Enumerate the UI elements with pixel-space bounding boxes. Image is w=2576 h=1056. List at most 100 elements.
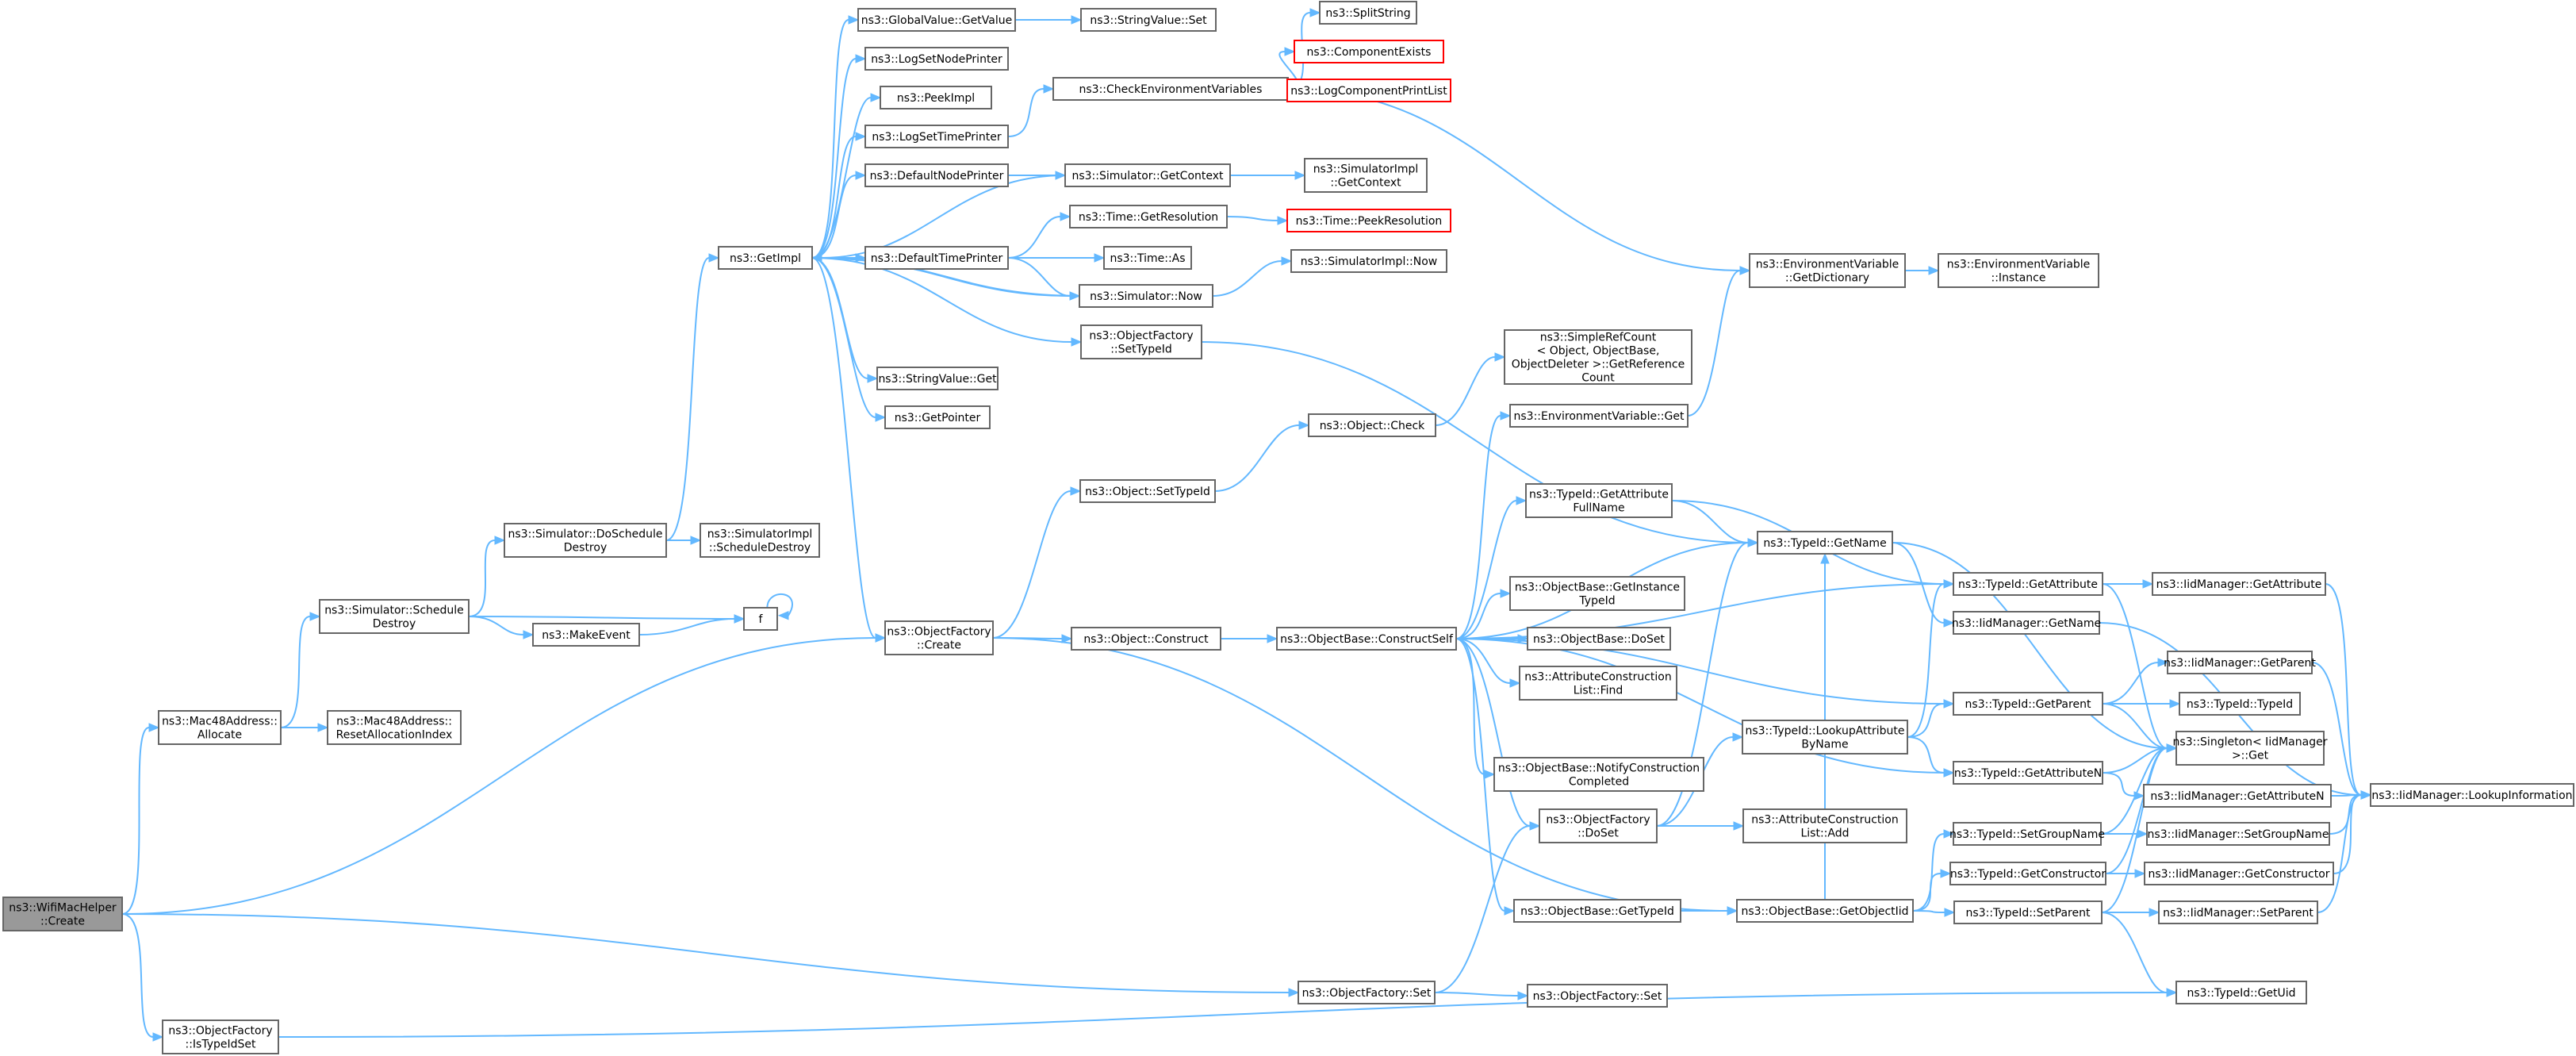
node-timeAs[interactable]: ns3::Time::As (1103, 246, 1192, 270)
node-box[interactable] (1527, 627, 1671, 651)
node-simNow[interactable]: ns3::Simulator::Now (1079, 284, 1213, 308)
node-root[interactable]: ns3::WifiMacHelper::Create (2, 897, 123, 931)
node-box[interactable] (1527, 984, 1668, 1008)
node-simGetContext[interactable]: ns3::Simulator::GetContext (1064, 163, 1231, 187)
node-logSetTimePrinter[interactable]: ns3::LogSetTimePrinter (864, 125, 1009, 148)
node-box[interactable] (2167, 651, 2313, 674)
node-defNodePrinter[interactable]: ns3::DefaultNodePrinter (864, 163, 1009, 187)
node-iidGetConstructor[interactable]: ns3::IidManager::GetConstructor (2144, 862, 2334, 885)
node-timeGetRes[interactable]: ns3::Time::GetResolution (1069, 205, 1228, 228)
node-box[interactable] (1509, 404, 1689, 428)
node-makeEvent[interactable]: ns3::MakeEvent (532, 623, 640, 647)
node-box[interactable] (1103, 246, 1192, 270)
node-iidLookupInfo[interactable]: ns3::IidManager::LookupInformation (2370, 783, 2574, 807)
node-objCheck[interactable]: ns3::Object::Check (1308, 413, 1436, 437)
node-box[interactable] (1519, 666, 1677, 701)
node-box[interactable] (2175, 981, 2307, 1004)
node-box[interactable] (1953, 822, 2102, 846)
node-box[interactable] (880, 86, 992, 109)
node-logCompPrintList[interactable]: ns3::LogComponentPrintList (1286, 79, 1451, 102)
node-box[interactable] (743, 607, 778, 631)
node-ofCreate[interactable]: ns3::ObjectFactory::Create (884, 620, 994, 655)
node-box[interactable] (1953, 761, 2103, 785)
node-box[interactable] (2, 897, 123, 931)
node-box[interactable] (1953, 611, 2100, 635)
node-box[interactable] (1953, 900, 2103, 924)
node-box[interactable] (158, 710, 282, 745)
node-box[interactable] (504, 523, 667, 558)
node-box[interactable] (1286, 209, 1451, 232)
node-box[interactable] (1504, 329, 1692, 385)
node-box[interactable] (1509, 576, 1685, 611)
node-tidTypeId[interactable]: ns3::TypeId::TypeId (2179, 692, 2301, 716)
node-box[interactable] (2370, 783, 2574, 807)
node-simImplGetContext[interactable]: ns3::SimulatorImpl::GetContext (1304, 158, 1428, 193)
node-logSetNodePrinter[interactable]: ns3::LogSetNodePrinter (864, 47, 1009, 71)
node-tidGetUid[interactable]: ns3::TypeId::GetUid (2175, 981, 2307, 1004)
node-box[interactable] (1949, 862, 2106, 885)
node-box[interactable] (1071, 627, 1221, 651)
node-box[interactable] (1080, 324, 1202, 359)
node-box[interactable] (2179, 692, 2301, 716)
node-ofSet2[interactable]: ns3::ObjectFactory::Set (1527, 984, 1668, 1008)
node-ofSet[interactable]: ns3::ObjectFactory::Set (1298, 981, 1436, 1004)
node-box[interactable] (2146, 822, 2330, 846)
node-ofIsTypeIdSet[interactable]: ns3::ObjectFactory::IsTypeIdSet (162, 1020, 279, 1054)
node-box[interactable] (1308, 413, 1436, 437)
node-objSetTypeId[interactable]: ns3::Object::SetTypeId (1079, 479, 1216, 503)
node-simImplNow[interactable]: ns3::SimulatorImpl::Now (1290, 249, 1447, 273)
node-f[interactable]: f (743, 607, 778, 631)
node-box[interactable] (876, 367, 999, 390)
node-obNotifyConstCompleted[interactable]: ns3::ObjectBase::NotifyConstructionCompl… (1493, 757, 1704, 792)
node-box[interactable] (1749, 253, 1906, 288)
node-timePeekRes[interactable]: ns3::Time::PeekResolution (1286, 209, 1451, 232)
node-box[interactable] (1319, 1, 1417, 25)
node-box[interactable] (2158, 900, 2318, 924)
node-box[interactable] (884, 405, 991, 429)
node-box[interactable] (1953, 572, 2103, 596)
node-box[interactable] (1953, 692, 2103, 716)
node-box[interactable] (857, 8, 1016, 32)
node-box[interactable] (1525, 483, 1673, 518)
node-box[interactable] (1079, 479, 1216, 503)
node-compExists[interactable]: ns3::ComponentExists (1294, 40, 1444, 63)
node-simImplSchedDestroy[interactable]: ns3::SimulatorImpl::ScheduleDestroy (700, 523, 820, 558)
node-mac48alloc[interactable]: ns3::Mac48Address::Allocate (158, 710, 282, 745)
node-box[interactable] (162, 1020, 279, 1054)
node-box[interactable] (1298, 981, 1436, 1004)
node-getImpl[interactable]: ns3::GetImpl (718, 246, 813, 270)
node-tidGetAttribute[interactable]: ns3::TypeId::GetAttribute (1953, 572, 2103, 596)
node-box[interactable] (1079, 284, 1213, 308)
node-box[interactable] (1080, 8, 1217, 32)
node-box[interactable] (1742, 808, 1907, 843)
node-tidGetName[interactable]: ns3::TypeId::GetName (1757, 531, 1893, 555)
node-box[interactable] (2175, 731, 2325, 766)
node-iidGetAttributeN[interactable]: ns3::IidManager::GetAttributeN (2143, 784, 2332, 808)
node-box[interactable] (2143, 784, 2332, 808)
node-ofDoSet[interactable]: ns3::ObjectFactory::DoSet (1539, 808, 1658, 843)
node-box[interactable] (1286, 79, 1451, 102)
node-box[interactable] (532, 623, 640, 647)
node-box[interactable] (864, 47, 1009, 71)
node-iidGetName[interactable]: ns3::IidManager::GetName (1952, 611, 2101, 635)
node-box[interactable] (864, 125, 1009, 148)
node-box[interactable] (1276, 627, 1457, 651)
node-obGetTypeId[interactable]: ns3::ObjectBase::GetTypeId (1513, 899, 1681, 923)
node-mac48reset[interactable]: ns3::Mac48Address::ResetAllocationIndex (327, 710, 462, 745)
node-box[interactable] (319, 599, 470, 634)
node-box[interactable] (1742, 720, 1908, 755)
node-iidSetGroupName[interactable]: ns3::IidManager::SetGroupName (2146, 822, 2330, 846)
node-tidGetConstructor[interactable]: ns3::TypeId::GetConstructor (1949, 862, 2106, 885)
node-obDoSet[interactable]: ns3::ObjectBase::DoSet (1527, 627, 1671, 651)
node-box[interactable] (1294, 40, 1444, 63)
node-getPointer[interactable]: ns3::GetPointer (884, 405, 991, 429)
node-box[interactable] (700, 523, 820, 558)
node-box[interactable] (718, 246, 813, 270)
node-schedDestroy[interactable]: ns3::Simulator::ScheduleDestroy (319, 599, 470, 634)
node-box[interactable] (864, 163, 1009, 187)
node-box[interactable] (1290, 249, 1447, 273)
node-box[interactable] (1304, 158, 1428, 193)
